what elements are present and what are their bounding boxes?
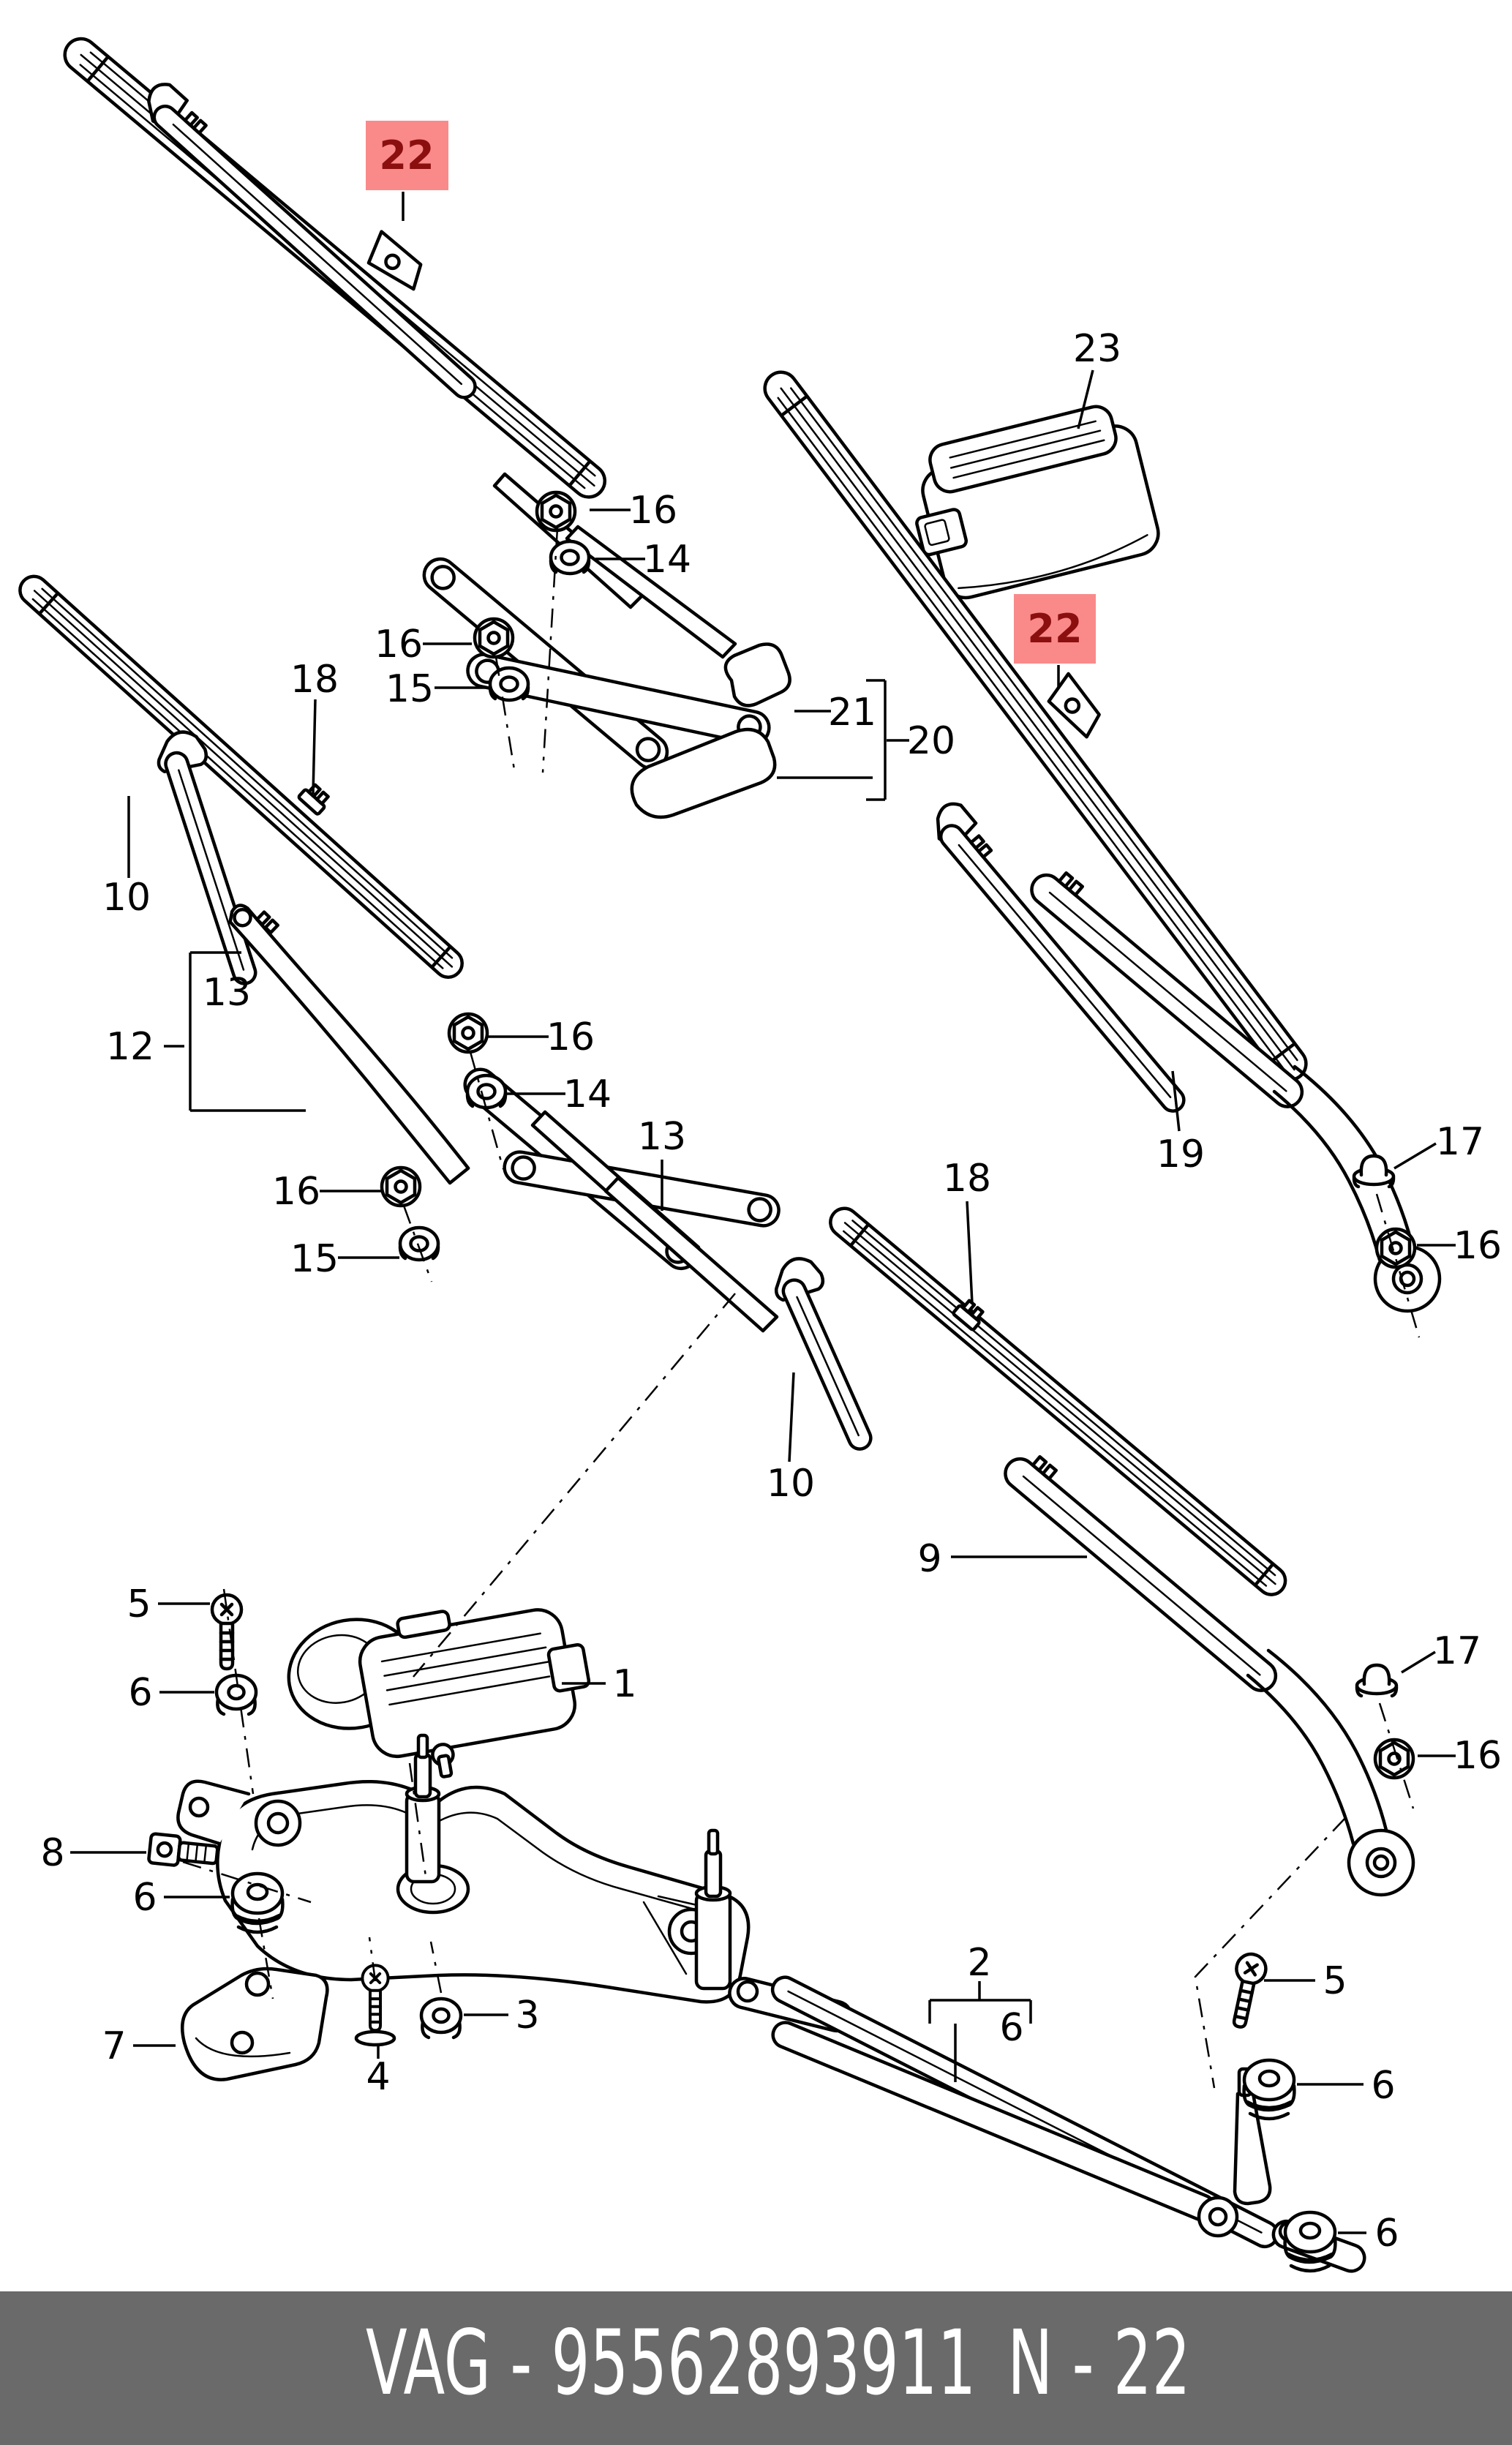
part-callout-17: 17 — [1436, 1120, 1484, 1164]
hook-cover-right-drawing — [774, 1257, 873, 1451]
part-callout-15: 15 — [385, 667, 434, 711]
wiper-blade-left2-drawing — [18, 574, 464, 979]
footer-part-code: VAG - 95562893911 — [366, 2311, 976, 2416]
highlight-box — [366, 121, 448, 190]
part-callout-16: 16 — [1453, 1224, 1502, 1268]
part-callout-21: 21 — [828, 691, 876, 735]
wiper-motor-drawing — [287, 1608, 591, 1779]
part-callout-18: 18 — [943, 1157, 991, 1201]
wiper-blade-right2-drawing — [829, 1206, 1287, 1596]
part-callout-19: 19 — [1156, 1133, 1205, 1176]
part-callout-2: 2 — [967, 1941, 991, 1985]
highlight-box — [1014, 594, 1096, 664]
wiper-blade-right-drawing — [763, 370, 1308, 1082]
part-callout-8: 8 — [40, 1831, 64, 1875]
part-callout-10: 10 — [102, 876, 151, 920]
bolt-8-drawing — [147, 1832, 219, 1867]
mount-plates-upper-drawing — [422, 472, 771, 770]
part-callout-6: 6 — [999, 2006, 1023, 2050]
linkage-rods-drawing — [770, 1975, 1366, 2273]
bracket-7-drawing — [181, 1967, 329, 2081]
part-callout-10: 10 — [767, 1462, 815, 1506]
part-callout-16: 16 — [546, 1015, 595, 1059]
part-callout-7: 7 — [102, 2024, 126, 2068]
cap-21-drawing — [630, 642, 791, 819]
part-callout-14: 14 — [563, 1073, 612, 1116]
leader-lines — [70, 192, 1456, 2234]
part-callout-16: 16 — [272, 1170, 320, 1214]
wiper-blade-left-drawing — [63, 37, 606, 499]
mount-plates-lower-drawing — [463, 1067, 781, 1333]
part-callout-6: 6 — [128, 1671, 152, 1715]
control-unit-drawing — [915, 405, 1160, 600]
callout-labels: 22 23 16 14 16 15 18 21 20 22 10 12 13 1… — [40, 132, 1502, 2256]
part-callout-5: 5 — [1323, 1959, 1347, 2003]
part-callout-5: 5 — [127, 1582, 151, 1626]
arm-cover-right-drawing — [936, 802, 1186, 1113]
hardware-drawings — [212, 492, 1415, 2271]
part-callout-18: 18 — [290, 658, 339, 702]
part-callout-12: 12 — [106, 1025, 154, 1069]
part-callout-22-highlighted: 22 — [379, 132, 434, 179]
part-callout-16: 16 — [629, 489, 677, 533]
part-callout-9: 9 — [917, 1537, 941, 1581]
part-callout-22-highlighted: 22 — [1027, 606, 1082, 652]
part-callout-16: 16 — [375, 623, 423, 666]
part-callout-20: 20 — [907, 719, 955, 763]
part-callout-6: 6 — [132, 1876, 157, 1920]
footer-page-number: N - 22 — [1007, 2311, 1190, 2416]
part-callout-16: 16 — [1453, 1734, 1502, 1778]
part-callout-14: 14 — [643, 538, 691, 582]
part-callout-6: 6 — [1371, 2064, 1395, 2108]
part-callout-13: 13 — [203, 971, 251, 1015]
arm-left-drawing — [228, 904, 470, 1185]
part-callout-6: 6 — [1374, 2212, 1399, 2256]
part-callout-4: 4 — [366, 2055, 390, 2099]
footer-bar: VAG - 95562893911 N - 22 — [0, 2291, 1512, 2445]
arm-cover-left-drawing — [147, 83, 477, 399]
part-callout-1: 1 — [612, 1662, 636, 1706]
assembly-axis-lines — [182, 527, 1421, 2089]
part-callout-23: 23 — [1073, 327, 1121, 371]
part-callout-15: 15 — [290, 1237, 339, 1281]
part-callout-13: 13 — [638, 1115, 686, 1159]
part-callout-17: 17 — [1433, 1629, 1481, 1673]
part-callout-3: 3 — [515, 1994, 539, 2038]
